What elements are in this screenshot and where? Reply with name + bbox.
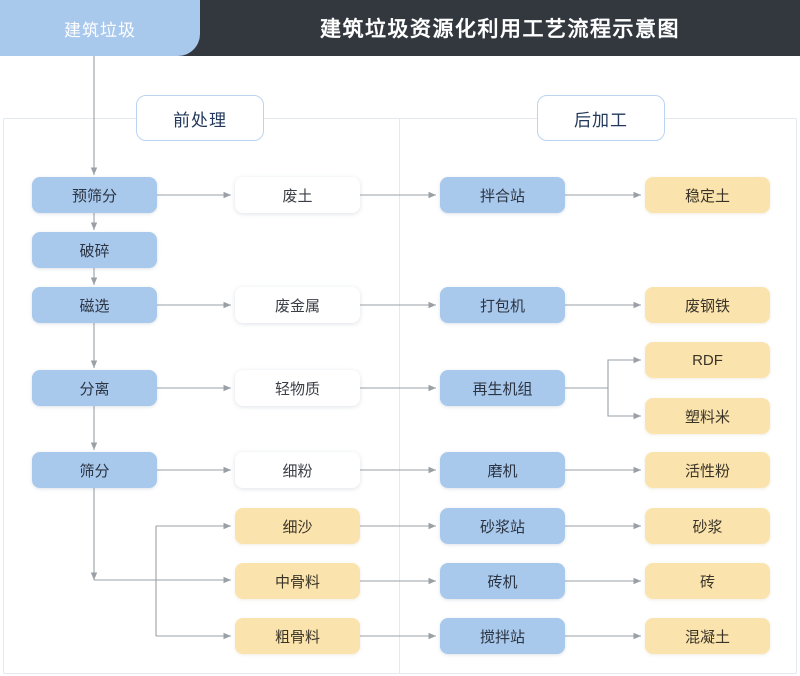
- node-stabilized-soil[interactable]: 稳定土: [645, 177, 770, 213]
- node-mill[interactable]: 磨机: [440, 452, 565, 488]
- node-mortar-station[interactable]: 砂浆站: [440, 508, 565, 544]
- section-chip-postprocess: 后加工: [537, 95, 665, 141]
- node-mid-aggregate[interactable]: 中骨料: [235, 563, 360, 599]
- node-brick-machine[interactable]: 砖机: [440, 563, 565, 599]
- stage-divider: [399, 118, 400, 674]
- node-rdf[interactable]: RDF: [645, 342, 770, 378]
- node-regen-unit[interactable]: 再生机组: [440, 370, 565, 406]
- node-light-matter[interactable]: 轻物质: [235, 370, 360, 406]
- node-plastic-pellet[interactable]: 塑料米: [645, 398, 770, 434]
- section-chip-preprocess: 前处理: [136, 95, 264, 141]
- node-screen[interactable]: 筛分: [32, 452, 157, 488]
- node-active-powder[interactable]: 活性粉: [645, 452, 770, 488]
- node-waste-metal[interactable]: 废金属: [235, 287, 360, 323]
- header-tab-input-material[interactable]: 建筑垃圾: [0, 0, 200, 56]
- node-crush[interactable]: 破碎: [32, 232, 157, 268]
- node-fine-powder[interactable]: 细粉: [235, 452, 360, 488]
- node-baler[interactable]: 打包机: [440, 287, 565, 323]
- node-separate[interactable]: 分离: [32, 370, 157, 406]
- node-mortar[interactable]: 砂浆: [645, 508, 770, 544]
- node-brick[interactable]: 砖: [645, 563, 770, 599]
- node-mixing-station[interactable]: 拌合站: [440, 177, 565, 213]
- node-waste-soil[interactable]: 废土: [235, 177, 360, 213]
- node-concrete-station[interactable]: 搅拌站: [440, 618, 565, 654]
- node-concrete[interactable]: 混凝土: [645, 618, 770, 654]
- node-fine-sand[interactable]: 细沙: [235, 508, 360, 544]
- node-magnetic[interactable]: 磁选: [32, 287, 157, 323]
- node-pre-screen[interactable]: 预筛分: [32, 177, 157, 213]
- node-scrap-steel[interactable]: 废钢铁: [645, 287, 770, 323]
- page-title: 建筑垃圾资源化利用工艺流程示意图: [320, 18, 680, 41]
- node-coarse-aggregate[interactable]: 粗骨料: [235, 618, 360, 654]
